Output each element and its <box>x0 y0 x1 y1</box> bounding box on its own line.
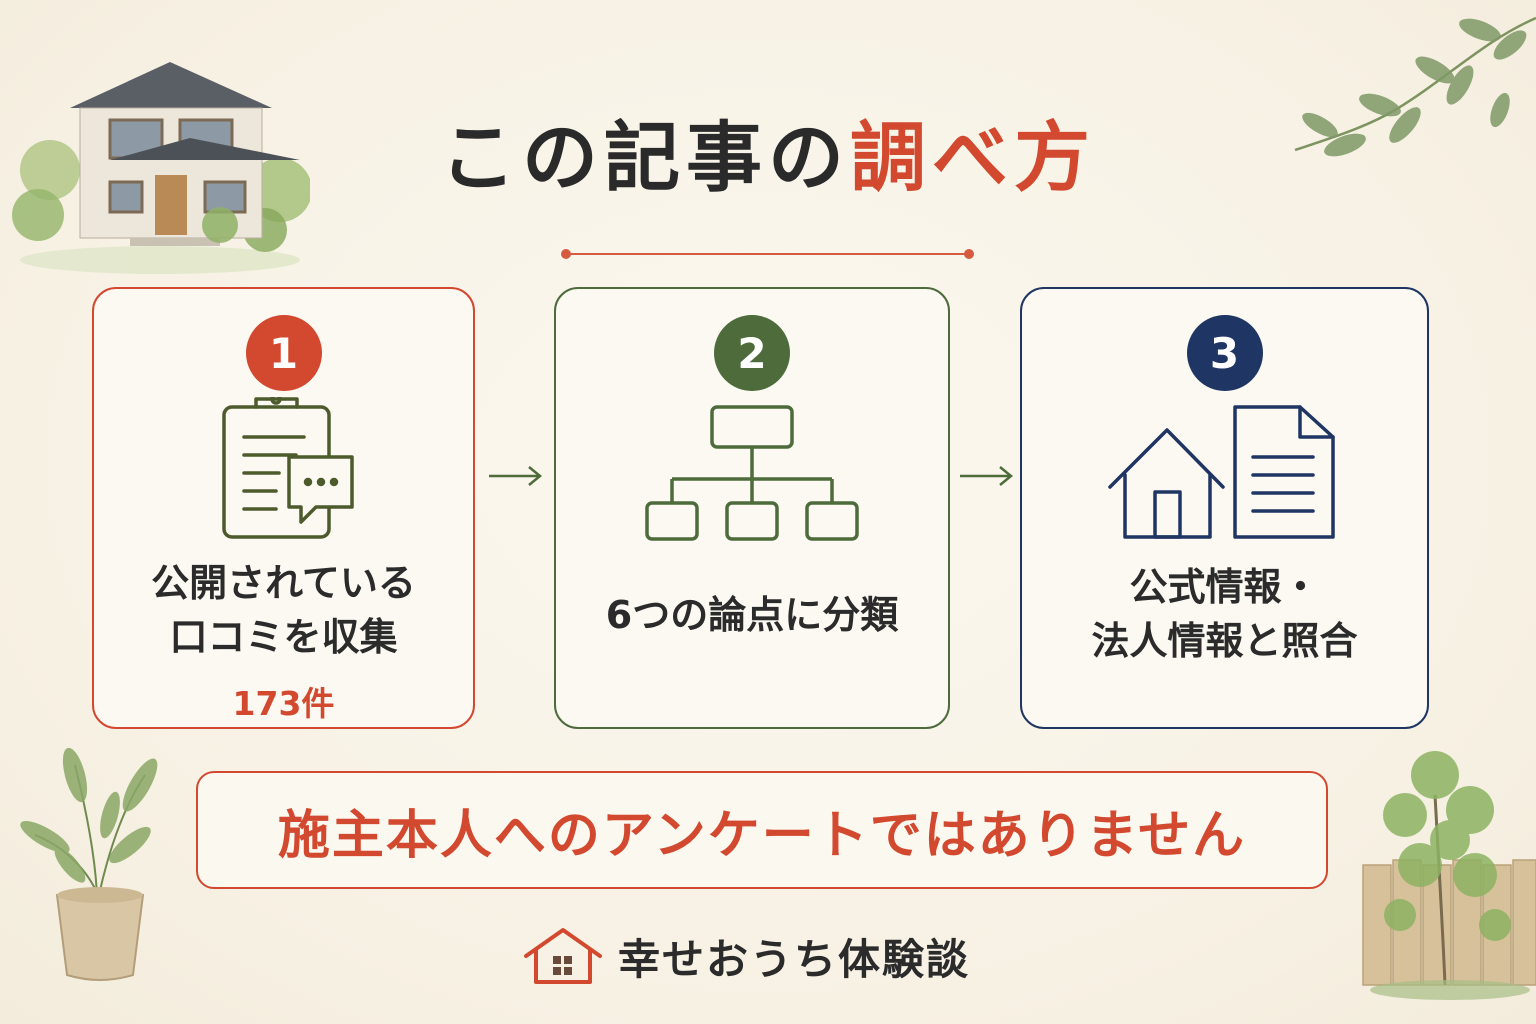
leaf-branch-illustration <box>1294 16 1536 157</box>
step-1-line-1: 公開されている <box>151 561 416 605</box>
step-card-1: 1 公開されている 口コミを収集 173件 <box>92 287 475 729</box>
step-1-line-2: 口コミを収集 <box>169 614 398 659</box>
disclaimer-notice: 施主本人へのアンケートではありません <box>196 771 1328 889</box>
step-card-2: 2 6つの論点に分類 <box>554 287 950 729</box>
step-card-3: 3 公式情報・ 法人情報と照合 <box>1020 287 1429 729</box>
title-divider <box>561 249 974 259</box>
step-text-3: 公式情報・ 法人情報と照合 <box>1022 561 1427 669</box>
house-document-icon <box>1022 397 1427 547</box>
step-3-line-1: 公式情報・ <box>1129 565 1320 609</box>
title-accent: 調べ方 <box>850 113 1096 202</box>
step-number-3: 3 <box>1186 315 1263 391</box>
potted-plant-illustration <box>20 747 158 981</box>
step-number-2: 2 <box>714 315 790 391</box>
step-text-2: 6つの論点に分類 <box>556 589 948 643</box>
arrow-right-icon <box>960 466 1013 486</box>
brand-name: 幸せおうち体験談 <box>618 934 971 984</box>
arrow-right-icon <box>489 466 542 486</box>
step-text-1: 公開されている 口コミを収集 <box>94 557 473 665</box>
title-main: この記事の <box>440 113 850 202</box>
step-3-line-2: 法人情報と照合 <box>1091 618 1358 663</box>
page-title: この記事の調べ方 <box>0 112 1536 203</box>
step-number-1: 1 <box>245 315 322 391</box>
house-logo-icon <box>524 928 602 984</box>
step-2-line-1: 6つの論点に分類 <box>605 593 899 637</box>
clipboard-chat-icon <box>94 397 473 547</box>
review-count: 173件 <box>232 684 335 723</box>
shrub-fence-illustration <box>1362 751 1536 1000</box>
tree-diagram-icon <box>556 397 948 547</box>
house-illustration <box>12 62 310 274</box>
brand-footer: 幸せおうち体験談 <box>522 926 970 986</box>
